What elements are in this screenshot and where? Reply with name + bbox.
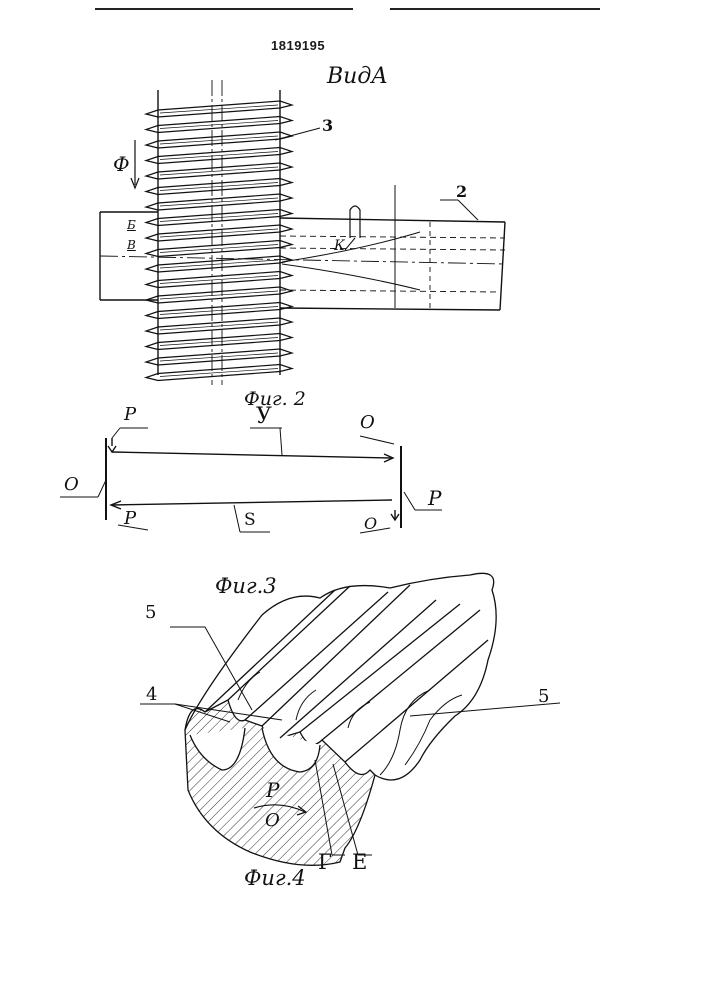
label-five-left: 5 [145, 602, 156, 623]
label-four: 4 [146, 684, 157, 705]
label-g: Г [318, 850, 332, 874]
label-e: E [352, 850, 367, 874]
figure-4-caption: Фиг.4 [244, 866, 306, 890]
label-o-fig4: O [265, 810, 280, 831]
label-p-fig4: P [266, 778, 279, 802]
label-five-right: 5 [538, 686, 549, 707]
